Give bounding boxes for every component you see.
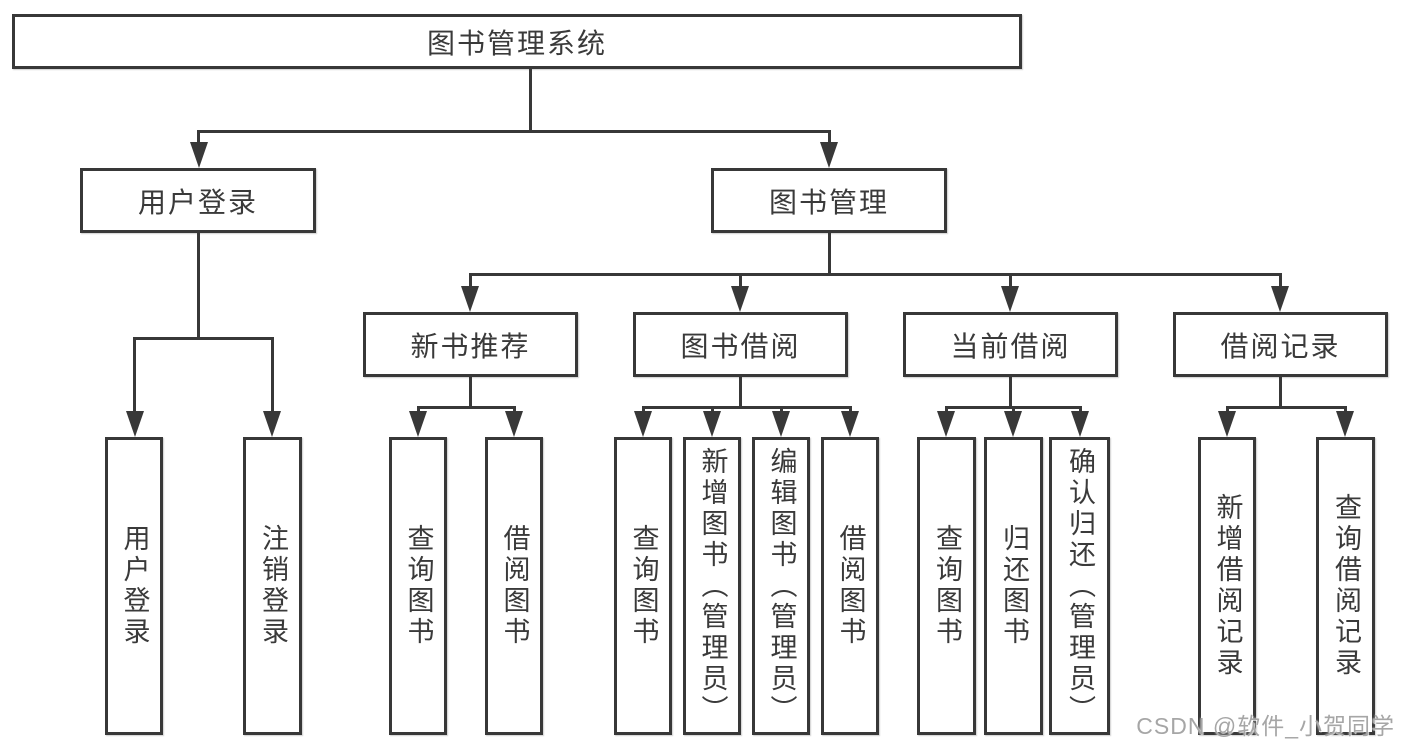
leaf-user-login: 用户登录 (105, 437, 163, 735)
connector-line (849, 406, 852, 413)
arrowhead-down-icon (263, 411, 281, 437)
connector-line (133, 337, 274, 340)
arrowhead-down-icon (1271, 286, 1289, 312)
leaf-label: 查询图书 (403, 524, 434, 648)
connector-line (780, 406, 783, 413)
arrowhead-down-icon (820, 142, 838, 168)
node-user-login: 用户登录 (80, 168, 316, 233)
watermark: CSDN @软件_小贺同学 (1136, 713, 1395, 739)
leaf-label: 查询图书 (628, 524, 659, 648)
leaf-add-books-admin: 新增图书（管理员） (683, 437, 741, 735)
node-label: 用户登录 (137, 186, 258, 218)
connector-line (197, 130, 831, 133)
connector-line (197, 233, 200, 337)
leaf-add-borrow-record: 新增借阅记录 (1198, 437, 1256, 735)
connector-line (828, 233, 831, 273)
connector-line (945, 406, 948, 413)
leaf-borrow-books: 借阅图书 (821, 437, 879, 735)
connector-line (417, 406, 516, 409)
connector-line (711, 406, 714, 413)
leaf-label: 新增图书（管理员） (697, 446, 728, 726)
connector-line (271, 337, 274, 411)
connector-line (469, 273, 1282, 276)
node-label: 图书管理 (768, 186, 889, 218)
arrowhead-down-icon (1004, 411, 1022, 437)
node-label: 当前借阅 (950, 330, 1071, 362)
leaf-label: 新增借阅记录 (1212, 493, 1243, 679)
connector-line (828, 130, 831, 144)
leaf-confirm-return-admin: 确认归还（管理员） (1049, 437, 1110, 735)
arrowhead-down-icon (703, 411, 721, 437)
connector-line (1344, 406, 1347, 413)
connector-line (1009, 273, 1012, 286)
node-borrowing-records: 借阅记录 (1173, 312, 1388, 377)
leaf-label: 查询借阅记录 (1331, 493, 1361, 679)
leaf-label: 查询图书 (932, 524, 962, 648)
leaf-label: 用户登录 (119, 524, 150, 648)
node-book-management: 图书管理 (711, 168, 947, 233)
connector-line (529, 69, 532, 132)
connector-line (642, 406, 852, 409)
node-root: 图书管理系统 (12, 14, 1022, 69)
arrowhead-down-icon (731, 286, 749, 312)
node-label: 图书借阅 (680, 330, 801, 362)
node-book-borrowing: 图书借阅 (633, 312, 848, 377)
connector-line (1279, 377, 1282, 406)
leaf-label: 借阅图书 (835, 524, 866, 648)
connector-line (1012, 406, 1015, 413)
connector-line (1079, 406, 1082, 413)
arrowhead-down-icon (1001, 286, 1019, 312)
leaf-logout: 注销登录 (243, 437, 302, 735)
leaf-label: 借阅图书 (499, 524, 530, 648)
arrowhead-down-icon (190, 142, 208, 168)
leaf-label: 注销登录 (258, 524, 288, 648)
connector-line (1226, 406, 1347, 409)
connector-line (417, 406, 420, 413)
leaf-query-books-borrowing: 查询图书 (614, 437, 672, 735)
connector-line (739, 273, 742, 286)
leaf-return-books: 归还图书 (984, 437, 1043, 735)
leaf-query-borrow-record: 查询借阅记录 (1316, 437, 1375, 735)
arrowhead-down-icon (126, 411, 144, 437)
connector-line (1279, 273, 1282, 286)
leaf-borrow-books-recommend: 借阅图书 (485, 437, 543, 735)
node-label: 新书推荐 (410, 330, 531, 362)
connector-line (469, 377, 472, 406)
connector-line (469, 273, 472, 286)
arrowhead-down-icon (1336, 411, 1354, 437)
leaf-label: 编辑图书（管理员） (766, 446, 797, 726)
arrowhead-down-icon (772, 411, 790, 437)
connector-line (197, 130, 200, 144)
connector-line (513, 406, 516, 413)
connector-line (1009, 377, 1012, 406)
arrowhead-down-icon (841, 411, 859, 437)
connector-line (133, 337, 136, 411)
arrowhead-down-icon (1071, 411, 1089, 437)
arrowhead-down-icon (937, 411, 955, 437)
leaf-edit-books-admin: 编辑图书（管理员） (752, 437, 810, 735)
connector-line (739, 377, 742, 406)
leaf-label: 确认归还（管理员） (1065, 446, 1095, 726)
arrowhead-down-icon (634, 411, 652, 437)
connector-line (642, 406, 645, 413)
arrowhead-down-icon (461, 286, 479, 312)
leaf-query-books-current: 查询图书 (917, 437, 976, 735)
node-current-borrowing: 当前借阅 (903, 312, 1118, 377)
arrowhead-down-icon (1218, 411, 1236, 437)
arrowhead-down-icon (505, 411, 523, 437)
node-root-label: 图书管理系统 (426, 27, 607, 59)
leaf-label: 归还图书 (999, 524, 1029, 648)
connector-line (1226, 406, 1229, 413)
leaf-query-books-recommend: 查询图书 (389, 437, 447, 735)
arrowhead-down-icon (409, 411, 427, 437)
node-new-book-recommendation: 新书推荐 (363, 312, 578, 377)
node-label: 借阅记录 (1220, 330, 1341, 362)
